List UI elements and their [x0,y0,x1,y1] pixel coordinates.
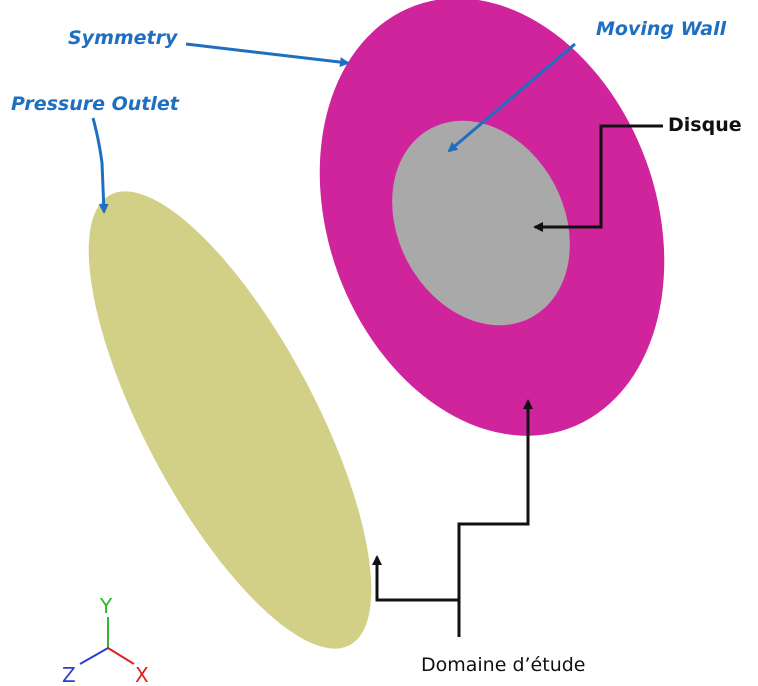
domaine-arrow-magenta [457,399,533,637]
domaine-arrow-outlet [372,555,459,602]
axis-triad: Y Z X [62,594,149,686]
axis-z-line [79,647,109,665]
moving-wall-arrow [447,42,576,153]
pressure-outlet-label: Pressure Outlet [11,93,179,115]
axis-x-label: X [135,663,149,686]
axis-x-line [107,647,135,665]
disque-arrow [533,124,663,232]
disque-label: Disque [668,114,742,136]
symmetry-arrow [185,42,350,68]
symmetry-label: Symmetry [68,27,178,49]
pressure-outlet-disc [88,191,372,649]
pressure-outlet-arrow [91,117,109,214]
moving-wall-disc [392,120,570,326]
axis-y-label: Y [99,594,113,618]
moving-wall-label: Moving Wall [596,18,727,40]
domaine-etude-label: Domaine d’étude [421,654,586,676]
axis-z-label: Z [62,663,76,686]
